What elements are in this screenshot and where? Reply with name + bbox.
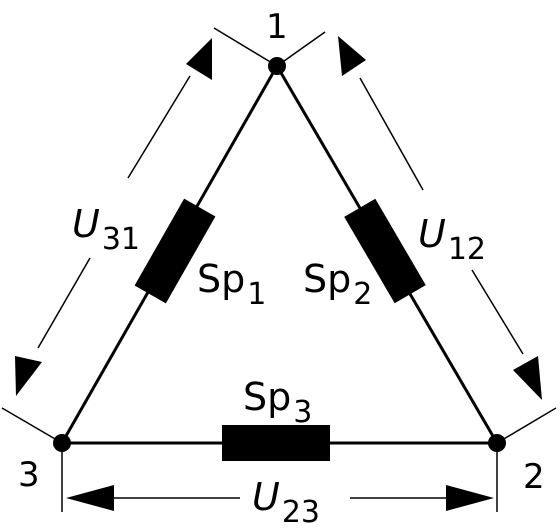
coil-sp1-label: Sp1 <box>197 257 266 310</box>
lead-node-1-right <box>276 31 326 67</box>
lead-node-3-upper <box>1 407 63 444</box>
voltage-u12-sub: 12 <box>447 232 487 267</box>
lead-node-2-upper <box>496 407 557 444</box>
node-3-dot <box>53 434 71 452</box>
arrow-u31-upper-shaft <box>127 75 191 179</box>
voltage-u23-base: U <box>252 475 280 519</box>
coil-sp1-sub: 1 <box>247 277 267 312</box>
coil-sp1-base: Sp <box>197 257 246 301</box>
coil-sp2-label: Sp2 <box>303 257 372 310</box>
voltage-u23-sub: 23 <box>281 495 321 530</box>
voltage-u12-base: U <box>418 212 446 256</box>
voltage-u31-base: U <box>72 202 100 246</box>
arrow-u12-lower-shaft <box>471 269 524 355</box>
node-1-dot <box>268 57 286 75</box>
coil-sp3-base: Sp <box>243 375 292 419</box>
node-2-label: 2 <box>523 457 545 497</box>
lead-node-1-left <box>213 27 278 67</box>
node-1-label: 1 <box>266 7 288 47</box>
coil-sp1-symbol <box>134 198 216 304</box>
voltage-u31-label: U31 <box>72 202 140 255</box>
voltage-u31-sub: 31 <box>101 222 141 257</box>
arrow-u12-lower-head <box>513 356 542 400</box>
arrow-u31-upper-head <box>186 38 212 80</box>
arrow-u23-right-head <box>446 485 494 511</box>
arrow-u23-left-head <box>66 485 114 511</box>
voltage-u23-label: U23 <box>252 475 320 528</box>
coil-sp2-symbol <box>344 198 426 304</box>
coil-sp2-base: Sp <box>303 257 352 301</box>
coil-sp3-label: Sp3 <box>243 375 312 428</box>
coil-sp3-symbol <box>222 425 330 461</box>
arrow-u12-upper-shaft <box>359 77 424 191</box>
arrow-u31-lower-shaft <box>37 257 91 349</box>
arrow-u12-upper-head <box>338 36 366 76</box>
arrow-u31-lower-head <box>15 356 42 396</box>
node-2-dot <box>488 434 506 452</box>
voltage-u12-label: U12 <box>418 212 486 265</box>
node-3-label: 3 <box>18 455 40 495</box>
coil-sp3-sub: 3 <box>293 395 313 430</box>
coil-sp2-sub: 2 <box>353 277 373 312</box>
